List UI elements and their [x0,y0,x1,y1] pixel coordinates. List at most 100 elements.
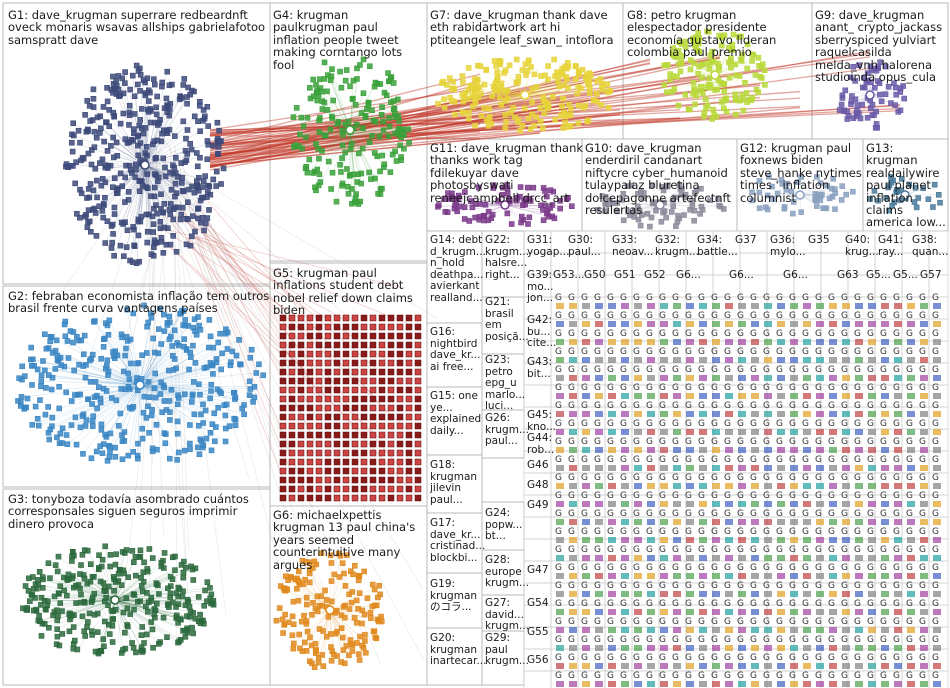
small-group-node [790,591,798,597]
small-group-node [725,303,733,309]
small-group-node [699,537,707,543]
small-group-label: G [815,509,822,519]
small-group-label: G [711,383,718,393]
small-group-label: G [789,671,796,681]
small-group-node [634,375,642,381]
inter-group-edge [209,84,481,144]
g2-cluster-node [260,372,266,379]
small-group-label: G [594,401,601,411]
g4-cluster-node [316,155,322,162]
g2-cluster-node [121,368,127,375]
g1-cluster-node [101,138,107,145]
g6-cluster-node [349,642,356,648]
small-group-node [595,555,603,561]
small-group-label: G [633,383,640,393]
g4-cluster-node [369,107,375,113]
g2-cluster-node [222,412,229,419]
small-group-label: G [633,635,640,645]
g5-node [396,431,404,439]
g1-cluster-node [69,148,76,155]
g3-cluster-hub [110,595,120,605]
small-group-node [595,411,603,417]
g1-cluster-node [185,186,192,193]
small-group-label: G [815,545,822,555]
g5-node [360,413,368,421]
g2-cluster-node [231,389,237,396]
g4-cluster-node [339,182,345,189]
small-group-node [738,375,746,381]
small-group-label: G [724,671,731,681]
g5-node [387,395,395,403]
g1-cluster-edge [127,164,146,231]
small-group-label: G [711,527,718,537]
small-group-label: G [763,311,770,321]
small-group-node [634,555,642,561]
small-group-node [738,339,746,345]
g4-cluster-node [317,115,323,121]
small-group-node [621,465,629,471]
g5-node [378,494,386,502]
g6-cluster-node [288,574,294,581]
g6-cluster-node [320,663,327,669]
g5-node [405,440,413,448]
g6-cluster-node [307,634,313,641]
g2-cluster-node [139,435,146,442]
small-group-label: G [789,455,796,465]
small-group-label: G [763,527,770,537]
small-group-label: G [646,509,653,519]
g4-cluster-node [385,133,392,139]
g9-cluster-hub [865,90,875,100]
small-group-label: G [672,635,679,645]
g5-node [405,413,413,421]
g5-node [396,368,404,376]
small-group-node [660,339,668,345]
small-group-label: G [828,347,835,357]
g3-cluster-node [84,624,90,630]
small-group-label: G [646,329,653,339]
g4-cluster-node [401,145,407,152]
small-group-node [699,573,707,579]
inter-group-edge [209,105,901,147]
small-group-node [686,591,694,597]
small-group-node [673,303,681,309]
g5-node [414,476,422,484]
g1-cluster-node [72,180,78,187]
small-group-node [699,519,707,525]
g6-cluster-node [315,659,322,666]
g4-cluster-node [377,186,384,192]
g2-cluster-edge [139,384,215,414]
g5-node [288,467,296,475]
small-group-node [686,501,694,507]
small-group-label: G [659,437,666,447]
g3-cluster-node [44,598,51,605]
g4-cluster-node [390,80,397,86]
g1-cluster-node [78,190,85,197]
g6-cluster-node [280,630,286,636]
g3-cluster-node [149,626,156,633]
small-group-label: G [581,545,588,555]
g1-cluster-node [205,123,212,129]
g2-cluster-edge [139,361,232,386]
g1-cluster-node [153,155,159,161]
small-group-node [608,681,616,687]
small-group-node [816,645,824,651]
small-group-node [582,483,590,489]
g1-cluster-node [85,207,92,213]
g7-cluster-node [575,71,582,77]
inter-group-edge [209,104,901,156]
g3-cluster-node [160,565,167,571]
g5-node [351,386,359,394]
small-group-label: G [672,437,679,447]
g1-cluster-node [194,163,201,170]
small-group-label: G [594,671,601,681]
small-group-node [686,537,694,543]
small-group-node [686,321,694,327]
g1-cluster-edge [144,164,184,192]
small-group-label: G [620,293,627,303]
g8-cluster-node [732,91,739,98]
inter-group-edge [209,131,481,149]
small-group-label: G [815,491,822,501]
g1-cluster-node [164,109,171,115]
g5-node [396,377,404,385]
small-group-label: G [698,347,705,357]
